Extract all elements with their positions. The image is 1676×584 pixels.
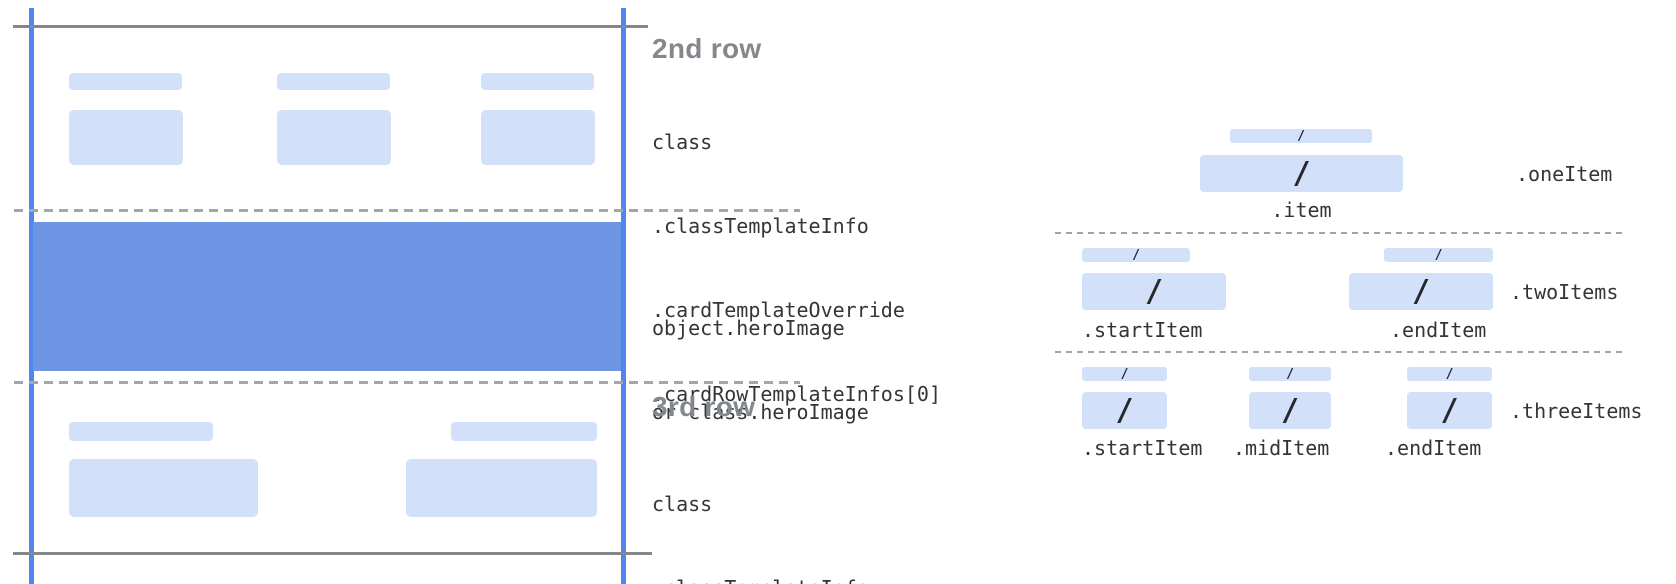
two-items-start-field-label: .startItem xyxy=(1082,318,1203,342)
hero-image-block xyxy=(33,222,621,371)
three-items-end-value-bar: / xyxy=(1407,392,1492,429)
row3-start-label-bar xyxy=(69,422,213,441)
three-items-mid-label-bar: / xyxy=(1249,366,1331,382)
slash-separator-glyph: / xyxy=(1434,247,1443,263)
row3-start-value-bar xyxy=(69,459,258,517)
two-items-end-field-label: .endItem xyxy=(1390,318,1487,342)
two-items-start-value-bar: / xyxy=(1082,273,1226,310)
slash-separator-glyph: / xyxy=(1292,156,1311,191)
slash-separator-glyph: / xyxy=(1144,274,1164,309)
hero-row3-divider-dashed-line xyxy=(14,381,800,384)
one-item-value-bar: / xyxy=(1200,155,1403,192)
row3-end-value-bar xyxy=(406,459,597,517)
slash-separator-glyph: / xyxy=(1297,128,1305,144)
one-item-label-bar: / xyxy=(1230,128,1372,144)
three-items-end-label-bar: / xyxy=(1407,366,1492,382)
two-three-divider-dashed-line xyxy=(1055,351,1627,353)
row2-col1-label-bar xyxy=(69,73,182,90)
row2-code-path: class .classTemplateInfo .cardTemplateOv… xyxy=(652,72,941,464)
two-items-start-label-bar: / xyxy=(1082,247,1190,263)
slash-separator-glyph: / xyxy=(1440,393,1459,428)
hero-code-line: or class.heroImage xyxy=(652,400,869,424)
row3-heading: 3rd row xyxy=(652,391,756,422)
card-left-edge-line xyxy=(29,8,34,584)
row2-code-line: .cardRowTemplateInfos[0] xyxy=(652,382,941,406)
row2-col1-value-bar xyxy=(69,110,183,165)
card-bottom-boundary-line xyxy=(13,552,652,555)
hero-code-path: object.heroImage or class.heroImage xyxy=(652,258,869,482)
three-items-mid-value-bar: / xyxy=(1249,392,1331,429)
three-items-start-value-bar: / xyxy=(1082,392,1167,429)
row2-col3-label-bar xyxy=(481,73,594,90)
row3-code-line: .classTemplateInfo xyxy=(652,574,941,584)
row2-col2-value-bar xyxy=(277,110,391,165)
one-two-divider-dashed-line xyxy=(1055,232,1627,234)
row3-code-path: class .classTemplateInfo .cardTemplateOv… xyxy=(652,434,941,584)
slash-separator-glyph: / xyxy=(1132,247,1140,263)
row2-col2-label-bar xyxy=(277,73,390,90)
row2-code-line: .cardTemplateOverride xyxy=(652,298,905,322)
one-item-container-label: .oneItem xyxy=(1516,162,1613,186)
slash-separator-glyph: / xyxy=(1445,366,1454,382)
hero-code-line: object.heroImage xyxy=(652,316,845,340)
slash-separator-glyph: / xyxy=(1115,393,1134,428)
row2-col3-value-bar xyxy=(481,110,595,165)
card-top-boundary-line xyxy=(13,25,648,28)
three-items-mid-field-label: .midItem xyxy=(1233,436,1330,460)
two-items-end-label-bar: / xyxy=(1384,247,1493,263)
slash-separator-glyph: / xyxy=(1280,393,1300,428)
one-item-field-label: .item xyxy=(1271,198,1332,222)
row2-code-line: class xyxy=(652,130,713,154)
card-right-edge-line xyxy=(621,8,626,584)
slash-separator-glyph: / xyxy=(1411,274,1431,309)
three-items-container-label: .threeItems xyxy=(1510,399,1643,423)
row2-code-line: .classTemplateInfo xyxy=(652,214,869,238)
slash-separator-glyph: / xyxy=(1120,366,1129,382)
two-items-container-label: .twoItems xyxy=(1510,280,1619,304)
three-items-start-label-bar: / xyxy=(1082,366,1167,382)
row3-code-line: class xyxy=(652,492,713,516)
three-items-start-field-label: .startItem xyxy=(1082,436,1203,460)
slash-separator-glyph: / xyxy=(1286,366,1294,382)
row2-heading: 2nd row xyxy=(652,33,762,64)
row2-hero-divider-dashed-line xyxy=(14,209,800,212)
three-items-end-field-label: .endItem xyxy=(1385,436,1482,460)
two-items-end-value-bar: / xyxy=(1349,273,1493,310)
row3-end-label-bar xyxy=(451,422,597,441)
